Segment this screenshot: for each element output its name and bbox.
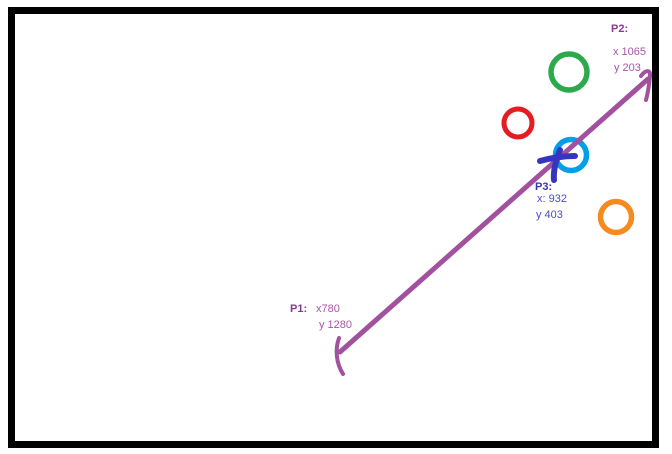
p2-x-value: x 1065 <box>613 46 647 58</box>
p3-x-value: x: 932 <box>537 193 567 205</box>
p3-label: P3: <box>535 181 553 193</box>
p1-y-value: y 1280 <box>319 319 353 331</box>
p1-label: P1: <box>290 303 308 315</box>
p1-x-value: x780 <box>316 303 340 315</box>
p2-y-value: y 203 <box>614 62 641 74</box>
p2-label: P2: <box>611 23 629 35</box>
p3-y-value: y 403 <box>536 209 563 221</box>
canvas-frame <box>8 7 659 448</box>
